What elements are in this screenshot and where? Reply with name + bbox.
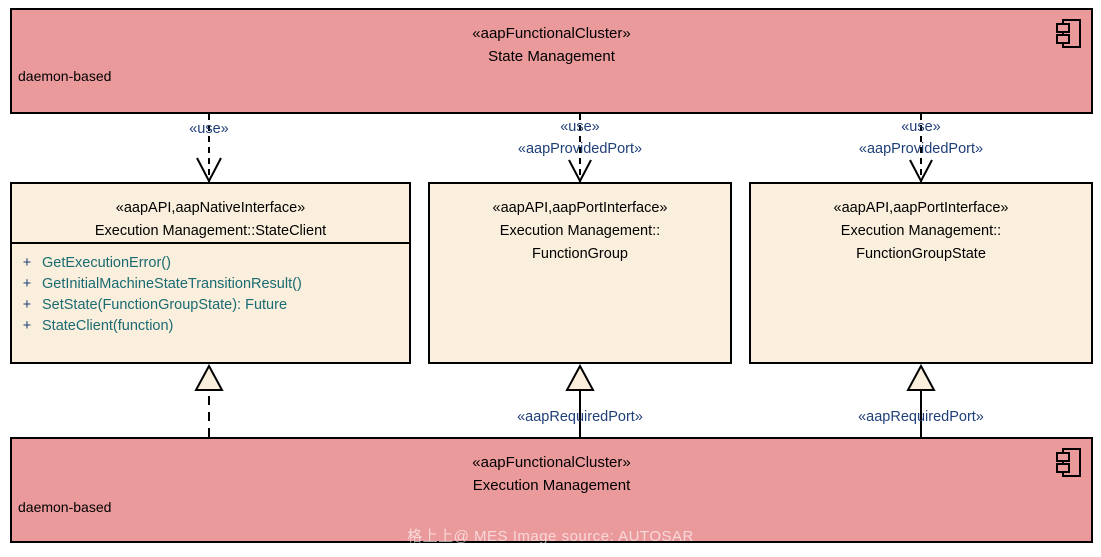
operation-list: + GetExecutionError() + GetInitialMachineS… (12, 244, 409, 337)
operation-row[interactable]: + SetState(FunctionGroupState): Future (12, 295, 409, 316)
cluster-tag-daemon-based: daemon-based (18, 68, 112, 84)
interface-header: «aapAPI,aapPortInterface» Execution Mana… (430, 184, 730, 266)
connector-label-required-port-middle: «aapRequiredPort» (517, 409, 643, 425)
connector-label-provided-port-right: «aapProvidedPort» (858, 141, 984, 157)
interface-stereotype: «aapAPI,aapPortInterface» (492, 200, 668, 216)
component-icon (1056, 448, 1081, 477)
operation-signature: GetInitialMachineStateTransitionResult() (42, 276, 302, 292)
cluster-stereotype: «aapFunctionalCluster» (472, 454, 631, 471)
operation-visibility: + (22, 318, 32, 334)
cluster-name: Execution Management (472, 477, 631, 494)
operation-signature: StateClient(function) (42, 318, 174, 334)
interface-state-client[interactable]: «aapAPI,aapNativeInterface» Execution Ma… (10, 182, 411, 364)
interface-function-group[interactable]: «aapAPI,aapPortInterface» Execution Mana… (428, 182, 732, 364)
functional-cluster-state-management[interactable]: «aapFunctionalCluster» State Management … (10, 8, 1093, 114)
operation-signature: GetExecutionError() (42, 255, 171, 271)
connector-label-use-right: «use» (901, 119, 941, 135)
interface-name: Execution Management:: (840, 223, 1002, 239)
cluster-stereotype: «aapFunctionalCluster» (472, 25, 631, 42)
interface-function-group-state[interactable]: «aapAPI,aapPortInterface» Execution Mana… (749, 182, 1093, 364)
connector-label-required-port-right: «aapRequiredPort» (858, 409, 984, 425)
operation-row[interactable]: + GetExecutionError() (12, 253, 409, 274)
interface-header: «aapAPI,aapNativeInterface» Execution Ma… (12, 184, 409, 244)
interface-name-continued: FunctionGroup (532, 246, 628, 262)
interface-stereotype: «aapAPI,aapPortInterface» (833, 200, 1009, 216)
operation-visibility: + (22, 255, 32, 271)
connector-label-use-middle: «use» (560, 119, 600, 135)
operation-row[interactable]: + StateClient(function) (12, 316, 409, 337)
cluster-tag-daemon-based: daemon-based (18, 499, 112, 515)
operation-visibility: + (22, 276, 32, 292)
interface-header: «aapAPI,aapPortInterface» Execution Mana… (751, 184, 1091, 266)
interface-name: Execution Management::StateClient (94, 223, 327, 239)
connector-label-use-left: «use» (189, 121, 229, 137)
connector-label-provided-port-middle: «aapProvidedPort» (517, 141, 643, 157)
interface-stereotype: «aapAPI,aapNativeInterface» (115, 200, 306, 216)
operation-visibility: + (22, 297, 32, 313)
connector-realization-state-client (194, 363, 224, 437)
interface-name-continued: FunctionGroupState (856, 246, 986, 262)
component-icon (1056, 19, 1081, 48)
interface-name: Execution Management:: (499, 223, 661, 239)
operation-signature: SetState(FunctionGroupState): Future (42, 297, 288, 313)
cluster-name: State Management (488, 48, 615, 65)
functional-cluster-execution-management[interactable]: «aapFunctionalCluster» Execution Managem… (10, 437, 1093, 543)
operation-row[interactable]: + GetInitialMachineStateTransitionResult(… (12, 274, 409, 295)
